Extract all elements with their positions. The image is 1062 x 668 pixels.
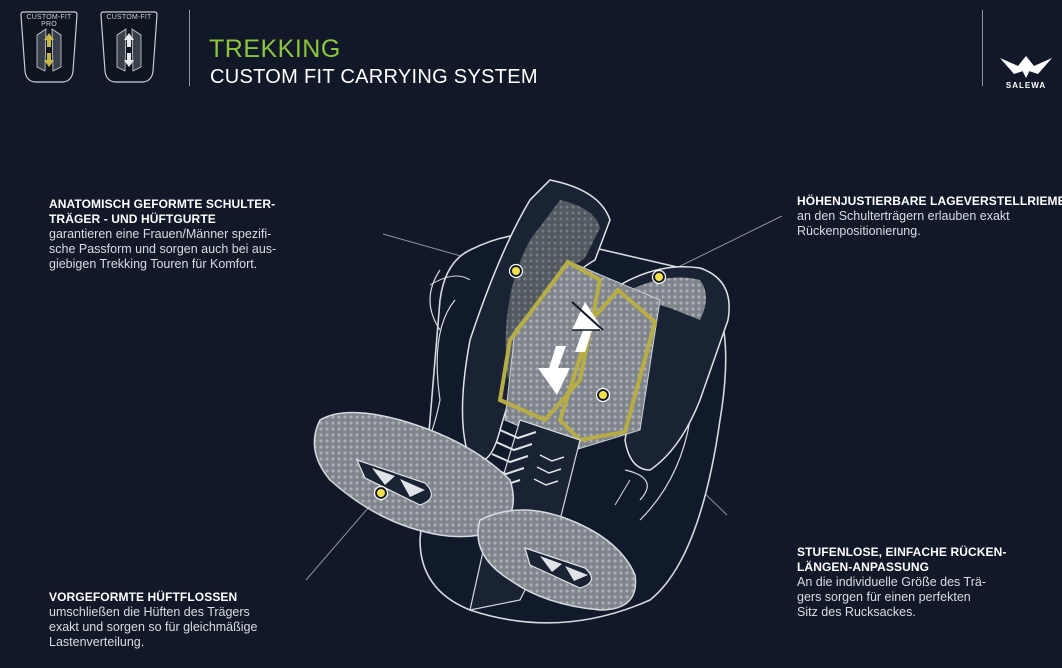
callout-back-length: STUFENLOSE, EINFACHE RÜCKEN- LÄNGEN-ANPA… xyxy=(797,545,1006,620)
header-divider-right xyxy=(982,10,983,86)
brand-wordmark: SALEWA xyxy=(1005,81,1047,90)
leader-line-height xyxy=(659,215,783,277)
custom-fit-badge-icon xyxy=(100,11,158,83)
callout-heading: LÄNGEN-ANPASSUNG xyxy=(797,560,930,574)
callout-text: sche Passform und sorgen auch bei aus- xyxy=(49,242,277,256)
callout-text: an den Schulterträgern erlauben exakt xyxy=(797,209,1010,223)
callout-heading: TRÄGER - UND HÜFTGURTE xyxy=(49,212,216,226)
callout-text: garantieren eine Frauen/Männer spezifi- xyxy=(49,227,272,241)
marker-backlength xyxy=(595,387,611,403)
adjustment-frame-left xyxy=(497,259,603,423)
callout-heading: HÖHENJUSTIERBARE LAGEVERSTELLRIEMEN xyxy=(797,194,1062,208)
custom-fit-pro-badge-icon xyxy=(20,11,78,83)
callout-text: Sitz des Rucksackes. xyxy=(797,605,916,619)
callout-text: An die individuelle Größe des Trä- xyxy=(797,575,986,589)
callout-text: giebigen Trekking Touren für Komfort. xyxy=(49,257,258,271)
callout-heading: VORGEFORMTE HÜFTFLOSSEN xyxy=(49,590,238,604)
callout-height-adjust: HÖHENJUSTIERBARE LAGEVERSTELLRIEMEN an d… xyxy=(797,194,1062,239)
callout-text: exakt und sorgen so für gleichmäßige xyxy=(49,620,258,634)
custom-fit-pro-badge: CUSTOM-FIT PRO xyxy=(19,9,79,85)
callout-heading: STUFENLOSE, EINFACHE RÜCKEN- xyxy=(797,545,1007,559)
callout-text: umschließen die Hüften des Trägers xyxy=(49,605,250,619)
callout-text: Rückenpositionierung. xyxy=(797,224,921,238)
custom-fit-badge: CUSTOM-FIT xyxy=(99,9,159,85)
callout-hip-fins: VORGEFORMTE HÜFTFLOSSEN umschließen die … xyxy=(49,590,257,650)
callout-text: Lastenverteilung. xyxy=(49,635,145,649)
page-title: TREKKING xyxy=(209,35,341,63)
marker-shoulder xyxy=(508,263,524,279)
eagle-icon xyxy=(1000,56,1052,78)
arrow-up-icon xyxy=(572,302,603,352)
arrow-down-icon xyxy=(538,346,570,395)
page-subtitle: CUSTOM FIT CARRYING SYSTEM xyxy=(210,66,538,88)
callout-shoulder-straps: ANATOMISCH GEFORMTE SCHULTER- TRÄGER - U… xyxy=(49,197,276,272)
marker-height xyxy=(651,269,667,285)
callout-text: gers sorgen für einen perfekten xyxy=(797,590,971,604)
callout-heading: ANATOMISCH GEFORMTE SCHULTER- xyxy=(49,197,276,211)
badge-label: CUSTOM-FIT xyxy=(106,14,152,21)
marker-hipfins xyxy=(373,485,389,501)
badge-label: CUSTOM-FIT PRO xyxy=(26,14,72,28)
brand-logo: SALEWA xyxy=(998,54,1054,94)
header-divider-left xyxy=(189,10,190,86)
